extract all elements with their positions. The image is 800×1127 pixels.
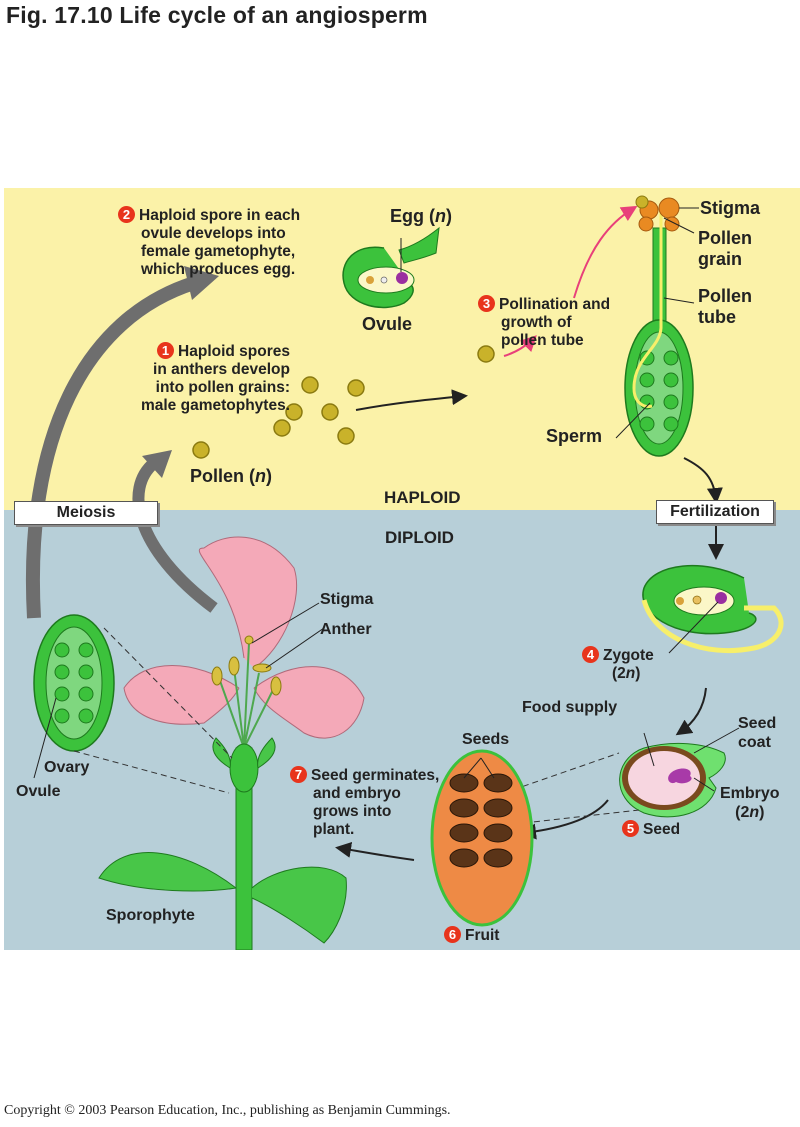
step-4-badge: 4 [582, 646, 599, 663]
egg-label: Egg (n) [390, 206, 452, 226]
fruit-illustration [430, 749, 534, 927]
step-2-line-4: which produces egg. [141, 261, 296, 278]
meiosis-label: Meiosis [14, 501, 158, 525]
sporophyte-label: Sporophyte [106, 907, 195, 924]
seed-illustration [619, 727, 740, 818]
fertilization-label: Fertilization [656, 500, 774, 524]
step-7-line-1: Seed germinates, [311, 767, 440, 784]
step-7-line-4: plant. [313, 821, 355, 838]
zygote-ovule-illustration [641, 564, 784, 654]
step-1-line-4: male gametophytes. [140, 397, 290, 414]
step-3-line-3: pollen tube [501, 332, 584, 349]
step-4-line-2: (2n) [612, 665, 641, 682]
sperm-label: Sperm [546, 426, 603, 446]
step-2-badge: 2 [118, 206, 135, 223]
carpel-illustration [615, 195, 699, 457]
anther-label: Anther [320, 621, 372, 638]
pollen-tube-line-1: Pollen [698, 286, 753, 306]
ovary-detail-illustration [33, 614, 233, 794]
step-4-line-1: Zygote [603, 647, 654, 664]
pollination-arrow-long [573, 205, 638, 299]
pollen-grain-line-1: Pollen [698, 228, 753, 248]
ovule-illustration [342, 226, 440, 309]
step-1-line-3: into pollen grains: [155, 379, 290, 396]
pollination-arrow-short [503, 335, 537, 357]
step-1-line-1: Haploid spores [178, 343, 290, 360]
sporophyte-flower-illustration [98, 536, 365, 950]
diagram-artwork [26, 195, 784, 950]
stigma-flower-label: Stigma [320, 591, 374, 608]
stigma-top-label: Stigma [700, 198, 761, 218]
step-3-line-2: growth of [501, 314, 572, 331]
copyright-notice: Copyright © 2003 Pearson Education, Inc.… [4, 1103, 451, 1118]
haploid-label: HAPLOID [384, 488, 461, 507]
step-5-label: Seed [643, 821, 681, 838]
pollen-to-pollination-arrow [355, 389, 468, 411]
step-6-label: Fruit [465, 927, 500, 944]
embryo-line-1: Embryo [720, 785, 780, 802]
pollen-tube-label: Pollen tube [698, 286, 752, 328]
step-2-line-2: ovule develops into [141, 225, 286, 242]
to-fertilization-arrow [683, 457, 723, 504]
step-7-line-2: and embryo [313, 785, 401, 802]
seed-coat-line-2: coat [738, 734, 771, 751]
pollen-grain-line-2: grain [698, 249, 743, 269]
zygote-to-seed-arrow [675, 687, 707, 736]
diploid-label: DIPLOID [385, 528, 454, 547]
ovary-label: Ovary [44, 759, 90, 776]
ovule-bottom-label: Ovule [16, 783, 61, 800]
step-3-badge: 3 [478, 295, 495, 312]
meiosis-arrow-female [26, 266, 219, 619]
seed-to-fruit-arrow [520, 799, 609, 840]
step-2-line-3: female gametophyte, [141, 243, 296, 260]
figure-title: Fig. 17.10 Life cycle of an angiosperm [6, 2, 428, 28]
step-3-line-1: Pollination and [499, 296, 611, 313]
pollen-tube-line-2: tube [698, 307, 736, 327]
pollen-grains [192, 345, 495, 459]
ovule-top-label: Ovule [362, 314, 413, 334]
food-supply-label: Food supply [522, 699, 618, 716]
embryo-label: Embryo (2n) [720, 784, 780, 822]
seed-coat-label: Seed coat [738, 714, 776, 752]
pollen-grain-label: Pollen grain [698, 228, 752, 270]
embryo-line-2: (2n) [735, 804, 765, 821]
step-5-badge: 5 [622, 820, 639, 837]
step-7-badge: 7 [290, 766, 307, 783]
step-1-line-2: in anthers develop [153, 361, 290, 378]
step-2-line-1: Haploid spore in each [139, 207, 301, 224]
step-6-badge: 6 [444, 926, 461, 943]
seed-coat-line-1: Seed [738, 715, 777, 732]
step-1-badge: 1 [157, 342, 175, 359]
fruit-to-plant-arrow [335, 841, 415, 861]
pollen-label: Pollen (n) [190, 466, 273, 486]
seeds-label: Seeds [462, 731, 510, 748]
step-7-line-3: grows into [313, 803, 392, 820]
